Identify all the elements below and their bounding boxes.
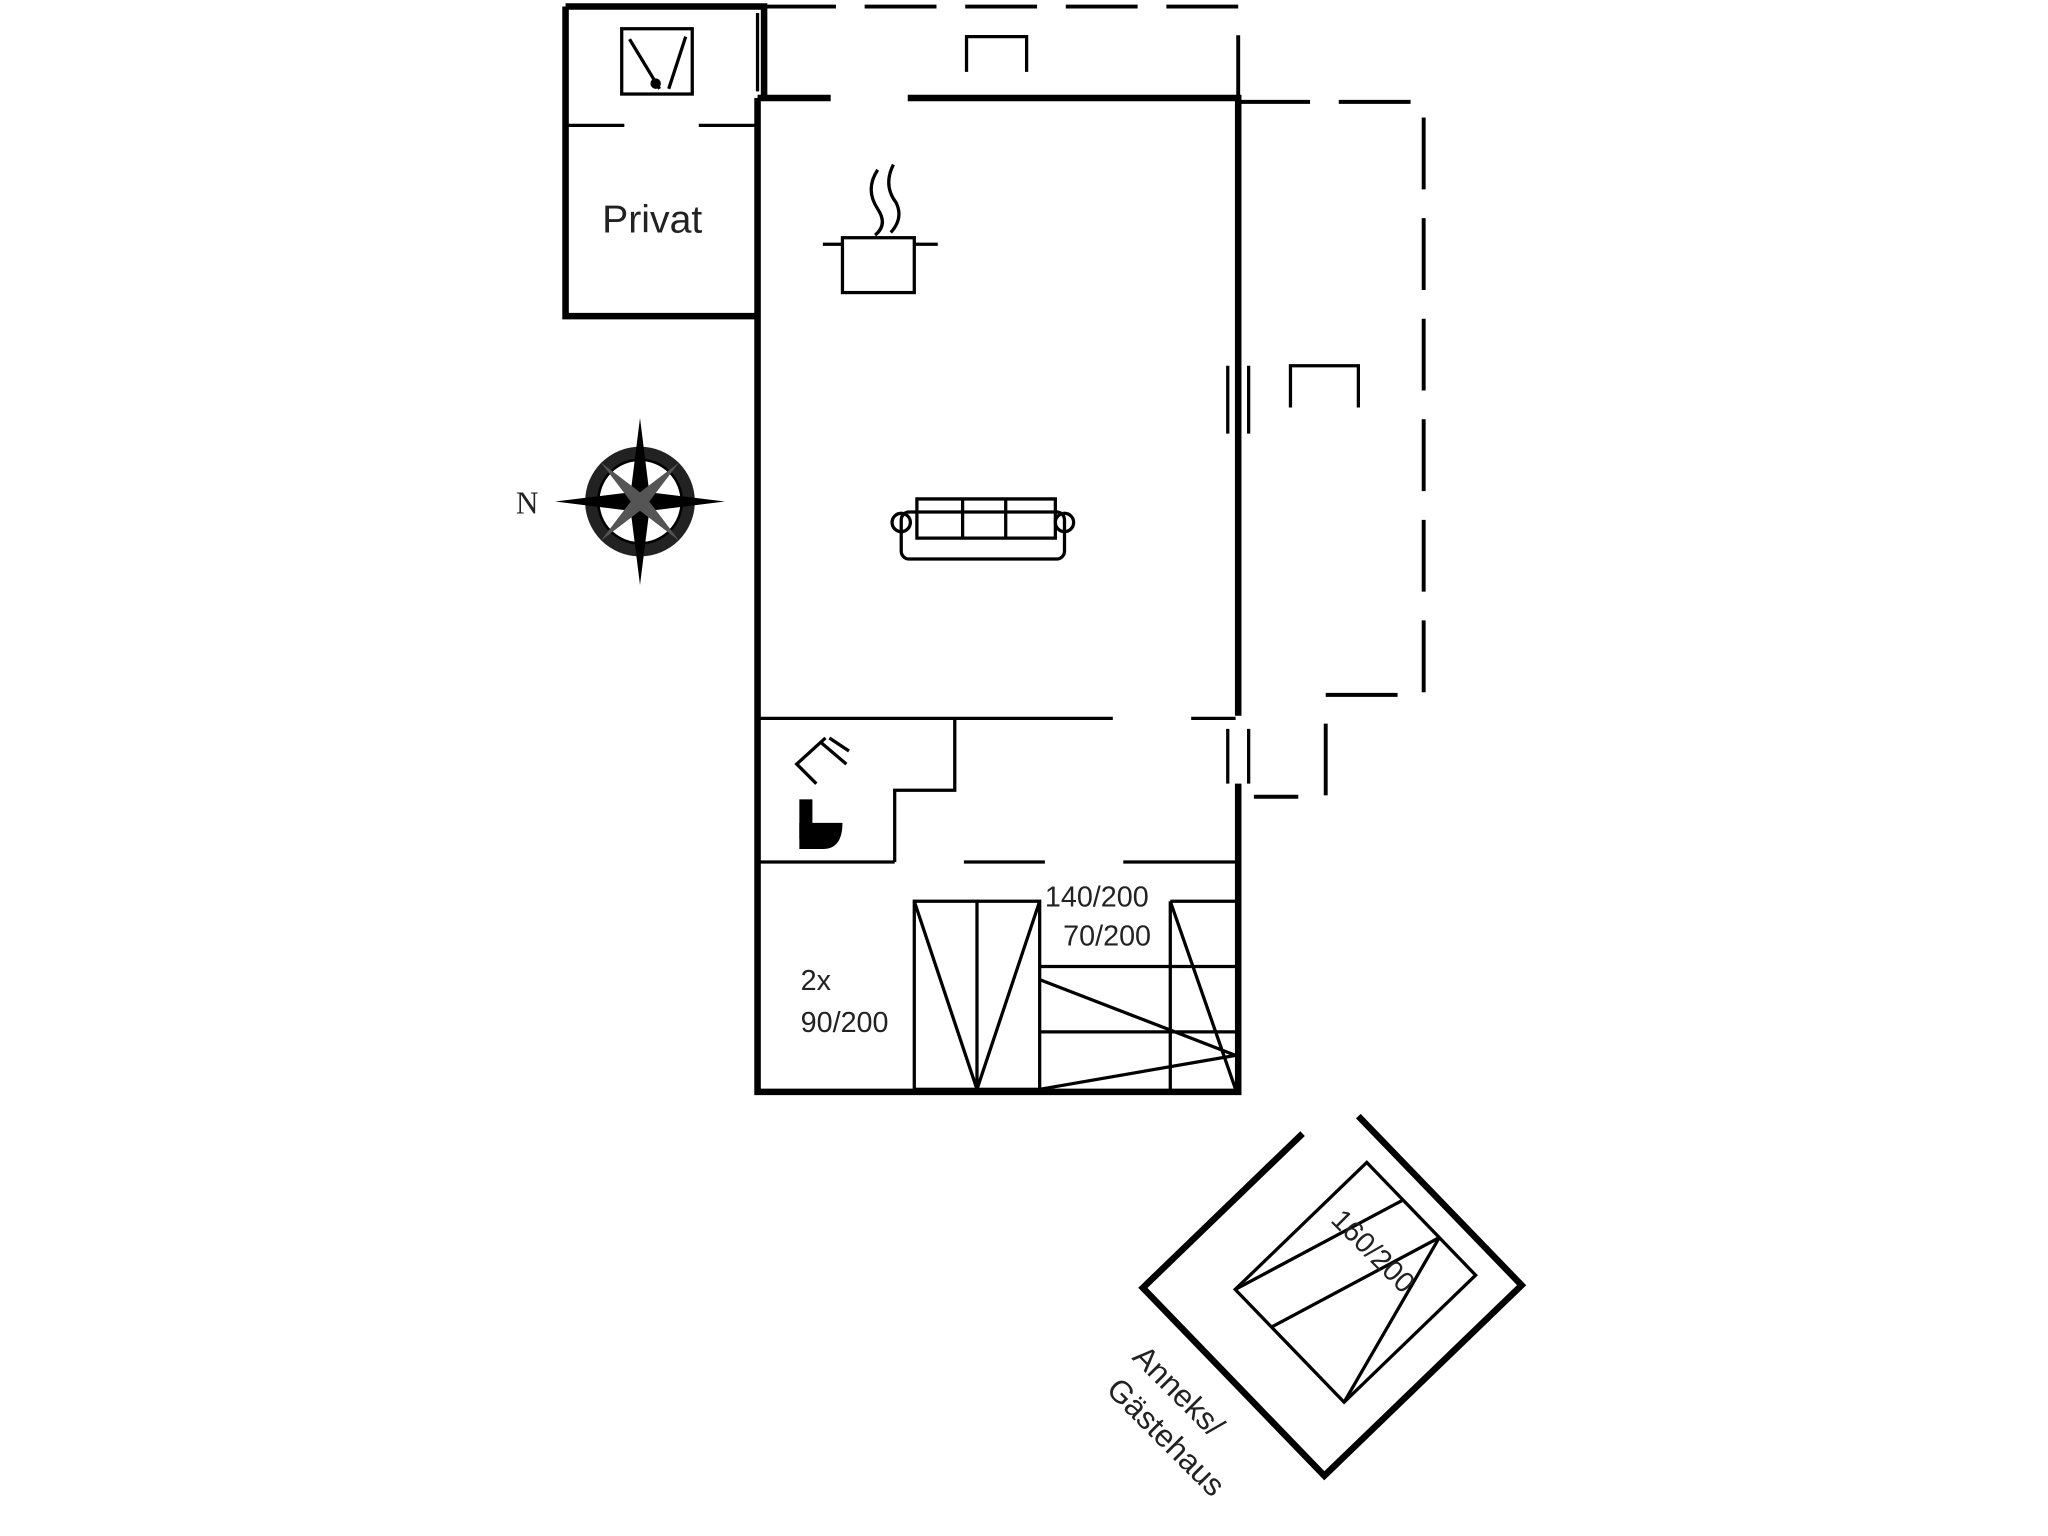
bed-bunk bbox=[1039, 899, 1242, 1091]
bed-size-label-single: 70/200 bbox=[1063, 921, 1151, 953]
utility-icon bbox=[620, 27, 694, 96]
toilet-icon bbox=[799, 799, 843, 849]
interior-walls bbox=[760, 34, 1360, 864]
exterior-walls bbox=[562, 3, 1242, 1096]
compass-north-label: N bbox=[516, 485, 539, 520]
sofa-icon bbox=[890, 497, 1076, 561]
room-label-privat: Privat bbox=[602, 198, 702, 241]
bed-size-label-double: 140/200 bbox=[1045, 881, 1149, 913]
annex-building bbox=[1138, 1092, 1527, 1481]
cooking-pot-icon bbox=[822, 163, 938, 295]
bed-size-label-twin: 90/200 bbox=[801, 1007, 889, 1039]
bed-count-label: 2x bbox=[801, 965, 832, 997]
bed-twin bbox=[912, 899, 1042, 1095]
terrace-outline bbox=[764, 4, 1426, 799]
shower-icon bbox=[794, 736, 850, 785]
compass-rose-icon bbox=[555, 417, 725, 586]
